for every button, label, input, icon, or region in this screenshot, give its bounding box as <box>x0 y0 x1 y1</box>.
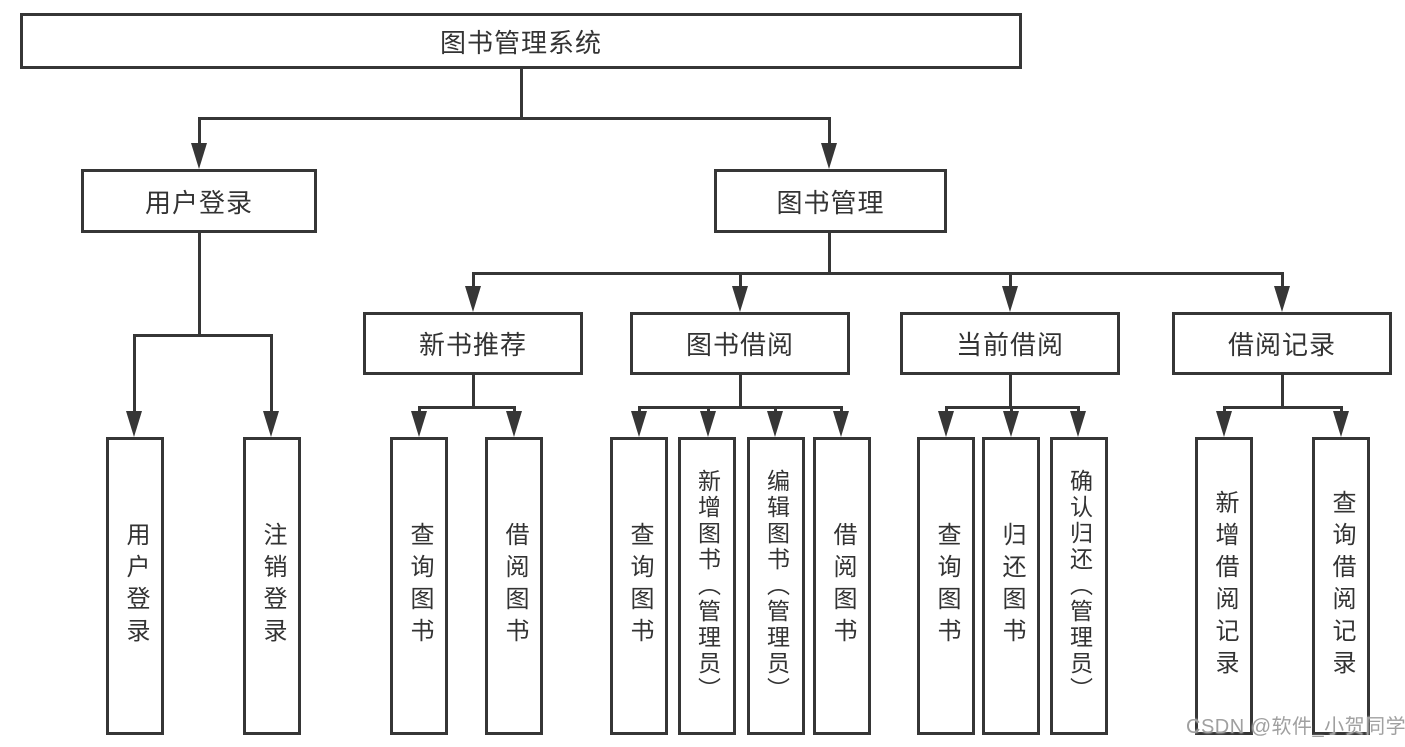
arrowhead-br-add <box>1216 411 1232 437</box>
leaf-br-add-record: 新增借阅记录 <box>1195 437 1253 735</box>
arrowhead-new-book-rec <box>465 286 481 312</box>
connector-to-cb-confirm <box>1077 406 1080 414</box>
node-label: 查询图书 <box>933 522 960 650</box>
arrowhead-leaf-login <box>126 411 142 437</box>
connector-to-user-login <box>198 117 201 145</box>
connector-br-rail <box>1223 406 1342 409</box>
leaf-br-query-record: 查询借阅记录 <box>1312 437 1370 735</box>
connector-bb-rail <box>638 406 843 409</box>
node-label: 查询借阅记录 <box>1328 490 1355 682</box>
node-new-book-recommend: 新书推荐 <box>363 312 583 375</box>
arrowhead-cb-return <box>1003 411 1019 437</box>
node-label: 图书借阅 <box>685 330 794 360</box>
connector-to-cb-return <box>1010 406 1013 414</box>
connector-nbr-stem <box>472 375 475 408</box>
connector-to-bb-edit <box>774 406 777 414</box>
arrowhead-book-mgmt <box>821 143 837 169</box>
leaf-bb-add-book-admin: 新增图书（管理员） <box>678 437 736 735</box>
node-label: 用户登录 <box>122 522 149 650</box>
leaf-cb-query-book: 查询图书 <box>917 437 975 735</box>
arrowhead-nb-borrow <box>506 411 522 437</box>
leaf-cb-confirm-return-admin: 确认归还（管理员） <box>1050 437 1108 735</box>
connector-user-login-rail <box>133 334 273 337</box>
connector-nbr-rail <box>418 406 515 409</box>
node-label: 查询图书 <box>406 522 433 650</box>
node-book-management: 图书管理 <box>714 169 947 233</box>
connector-cb-stem <box>1009 375 1012 408</box>
node-label: 当前借阅 <box>955 330 1064 360</box>
connector-to-nb-query <box>418 406 421 414</box>
node-label: 新增借阅记录 <box>1211 490 1238 682</box>
node-book-borrow: 图书借阅 <box>630 312 850 375</box>
connector-level2-rail <box>198 117 831 120</box>
connector-user-login-stem <box>198 233 201 336</box>
node-label: 归还图书 <box>998 522 1025 650</box>
connector-book-mgmt-stem <box>828 233 831 275</box>
node-user-login: 用户登录 <box>81 169 317 233</box>
connector-to-bb-add <box>707 406 710 414</box>
arrowhead-bb-borrow <box>833 411 849 437</box>
connector-bb-stem <box>739 375 742 408</box>
connector-root-stem <box>520 68 523 118</box>
connector-to-book-mgmt <box>828 117 831 145</box>
connector-to-cb-query <box>945 406 948 414</box>
arrowhead-bb-query <box>631 411 647 437</box>
connector-to-leaf-logout <box>270 334 273 413</box>
connector-to-bb-query <box>638 406 641 414</box>
node-label: 用户登录 <box>144 187 253 218</box>
leaf-nb-borrow-book: 借阅图书 <box>485 437 543 735</box>
connector-to-br-query <box>1340 406 1343 414</box>
arrowhead-cb-query <box>938 411 954 437</box>
node-label: 新书推荐 <box>418 330 527 360</box>
connector-to-new-book-rec <box>472 272 475 288</box>
node-borrow-record: 借阅记录 <box>1172 312 1392 375</box>
arrowhead-book-borrow <box>732 286 748 312</box>
node-library-system: 图书管理系统 <box>20 13 1022 69</box>
arrowhead-current-borrow <box>1002 286 1018 312</box>
arrowhead-cb-confirm <box>1070 411 1086 437</box>
connector-br-stem <box>1281 375 1284 408</box>
node-label: 借阅图书 <box>501 522 528 650</box>
leaf-logout: 注销登录 <box>243 437 301 735</box>
node-label: 查询图书 <box>626 522 653 650</box>
node-label: 确认归还（管理员） <box>1066 469 1093 703</box>
leaf-bb-borrow-book: 借阅图书 <box>813 437 871 735</box>
connector-level3-rail <box>472 272 1283 275</box>
arrowhead-user-login <box>191 143 207 169</box>
watermark-text: CSDN @软件_小贺同学 <box>1186 716 1405 738</box>
node-label: 借阅图书 <box>829 522 856 650</box>
leaf-user-login: 用户登录 <box>106 437 164 735</box>
connector-to-br-add <box>1223 406 1226 414</box>
arrowhead-bb-add <box>700 411 716 437</box>
connector-to-book-borrow <box>739 272 742 288</box>
node-label: 图书管理 <box>776 187 885 218</box>
leaf-nb-query-book: 查询图书 <box>390 437 448 735</box>
connector-to-nb-borrow <box>513 406 516 414</box>
connector-to-leaf-login <box>133 334 136 413</box>
node-label: 借阅记录 <box>1227 330 1336 360</box>
connector-to-current-borrow <box>1009 272 1012 288</box>
node-label: 编辑图书（管理员） <box>763 469 790 703</box>
arrowhead-leaf-logout <box>263 411 279 437</box>
arrowhead-borrow-record <box>1274 286 1290 312</box>
leaf-bb-query-book: 查询图书 <box>610 437 668 735</box>
node-label: 图书管理系统 <box>439 27 602 58</box>
arrowhead-br-query <box>1333 411 1349 437</box>
node-label: 注销登录 <box>259 522 286 650</box>
arrowhead-nb-query <box>411 411 427 437</box>
connector-to-bb-borrow <box>840 406 843 414</box>
arrowhead-bb-edit <box>767 411 783 437</box>
leaf-cb-return-book: 归还图书 <box>982 437 1040 735</box>
node-label: 新增图书（管理员） <box>694 469 721 703</box>
leaf-bb-edit-book-admin: 编辑图书（管理员） <box>747 437 805 735</box>
connector-to-borrow-record <box>1281 272 1284 288</box>
node-current-borrow: 当前借阅 <box>900 312 1120 375</box>
